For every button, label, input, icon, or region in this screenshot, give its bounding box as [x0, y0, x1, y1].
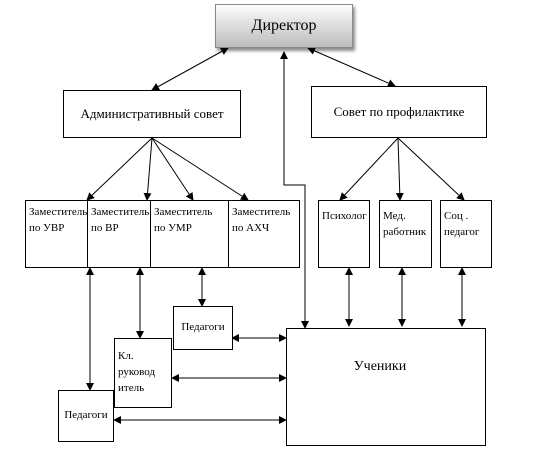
arrow-director-admin-council — [151, 47, 229, 91]
arrow-admin-deputy-vr — [143, 137, 153, 201]
deputy-umr-box: Заместитель по УМР — [150, 200, 229, 268]
deputy-ahch-label: Заместитель по АХЧ — [232, 206, 291, 234]
arrow-prevention-medic — [395, 137, 404, 201]
arrow-director-prevention-council — [307, 47, 396, 87]
deputy-umr-label: Заместитель по УМР — [154, 206, 213, 234]
admin-council-label: Административный совет — [80, 106, 224, 121]
class-teacher-box: Кл. руковод итель — [114, 338, 172, 408]
psychologist-box: Психолог — [318, 200, 370, 268]
social-teacher-box: Соц . педагог — [440, 200, 492, 268]
class-teacher-label: Кл. руковод итель — [118, 350, 156, 394]
arrow-director-students — [280, 51, 309, 329]
director-box: Директор — [215, 4, 353, 48]
arrow-prevention-social — [397, 137, 465, 201]
teachers-left-label: Педагоги — [64, 409, 108, 422]
psychologist-label: Психолог — [322, 210, 367, 222]
medic-box: Мед. работник — [379, 200, 432, 268]
deputy-vr-box: Заместитель по ВР — [87, 200, 151, 268]
teachers-right-label: Педагоги — [181, 321, 225, 334]
arrow-prevention-psychologist — [339, 137, 399, 201]
teachers-left-box: Педагоги — [58, 390, 114, 442]
director-label: Директор — [251, 17, 317, 34]
teachers-right-box: Педагоги — [173, 306, 233, 350]
students-box: Ученики — [286, 328, 486, 446]
prevention-council-label: Совет по профилактике — [333, 104, 465, 119]
admin-council-box: Административный совет — [63, 90, 241, 138]
deputy-uvr-label: Заместитель по УВР — [29, 206, 88, 234]
arrow-admin-deputy-ahch — [151, 137, 249, 201]
arrow-admin-deputy-uvr — [86, 137, 153, 201]
arrow-admin-deputy-umr — [151, 137, 194, 201]
prevention-council-box: Совет по профилактике — [311, 86, 487, 138]
deputy-ahch-box: Заместитель по АХЧ — [228, 200, 300, 268]
medic-label: Мед. работник — [383, 210, 427, 238]
social-teacher-label: Соц . педагог — [444, 210, 480, 238]
deputy-uvr-box: Заместитель по УВР — [25, 200, 88, 268]
deputy-vr-label: Заместитель по ВР — [91, 206, 150, 234]
students-label: Ученики — [353, 359, 407, 374]
